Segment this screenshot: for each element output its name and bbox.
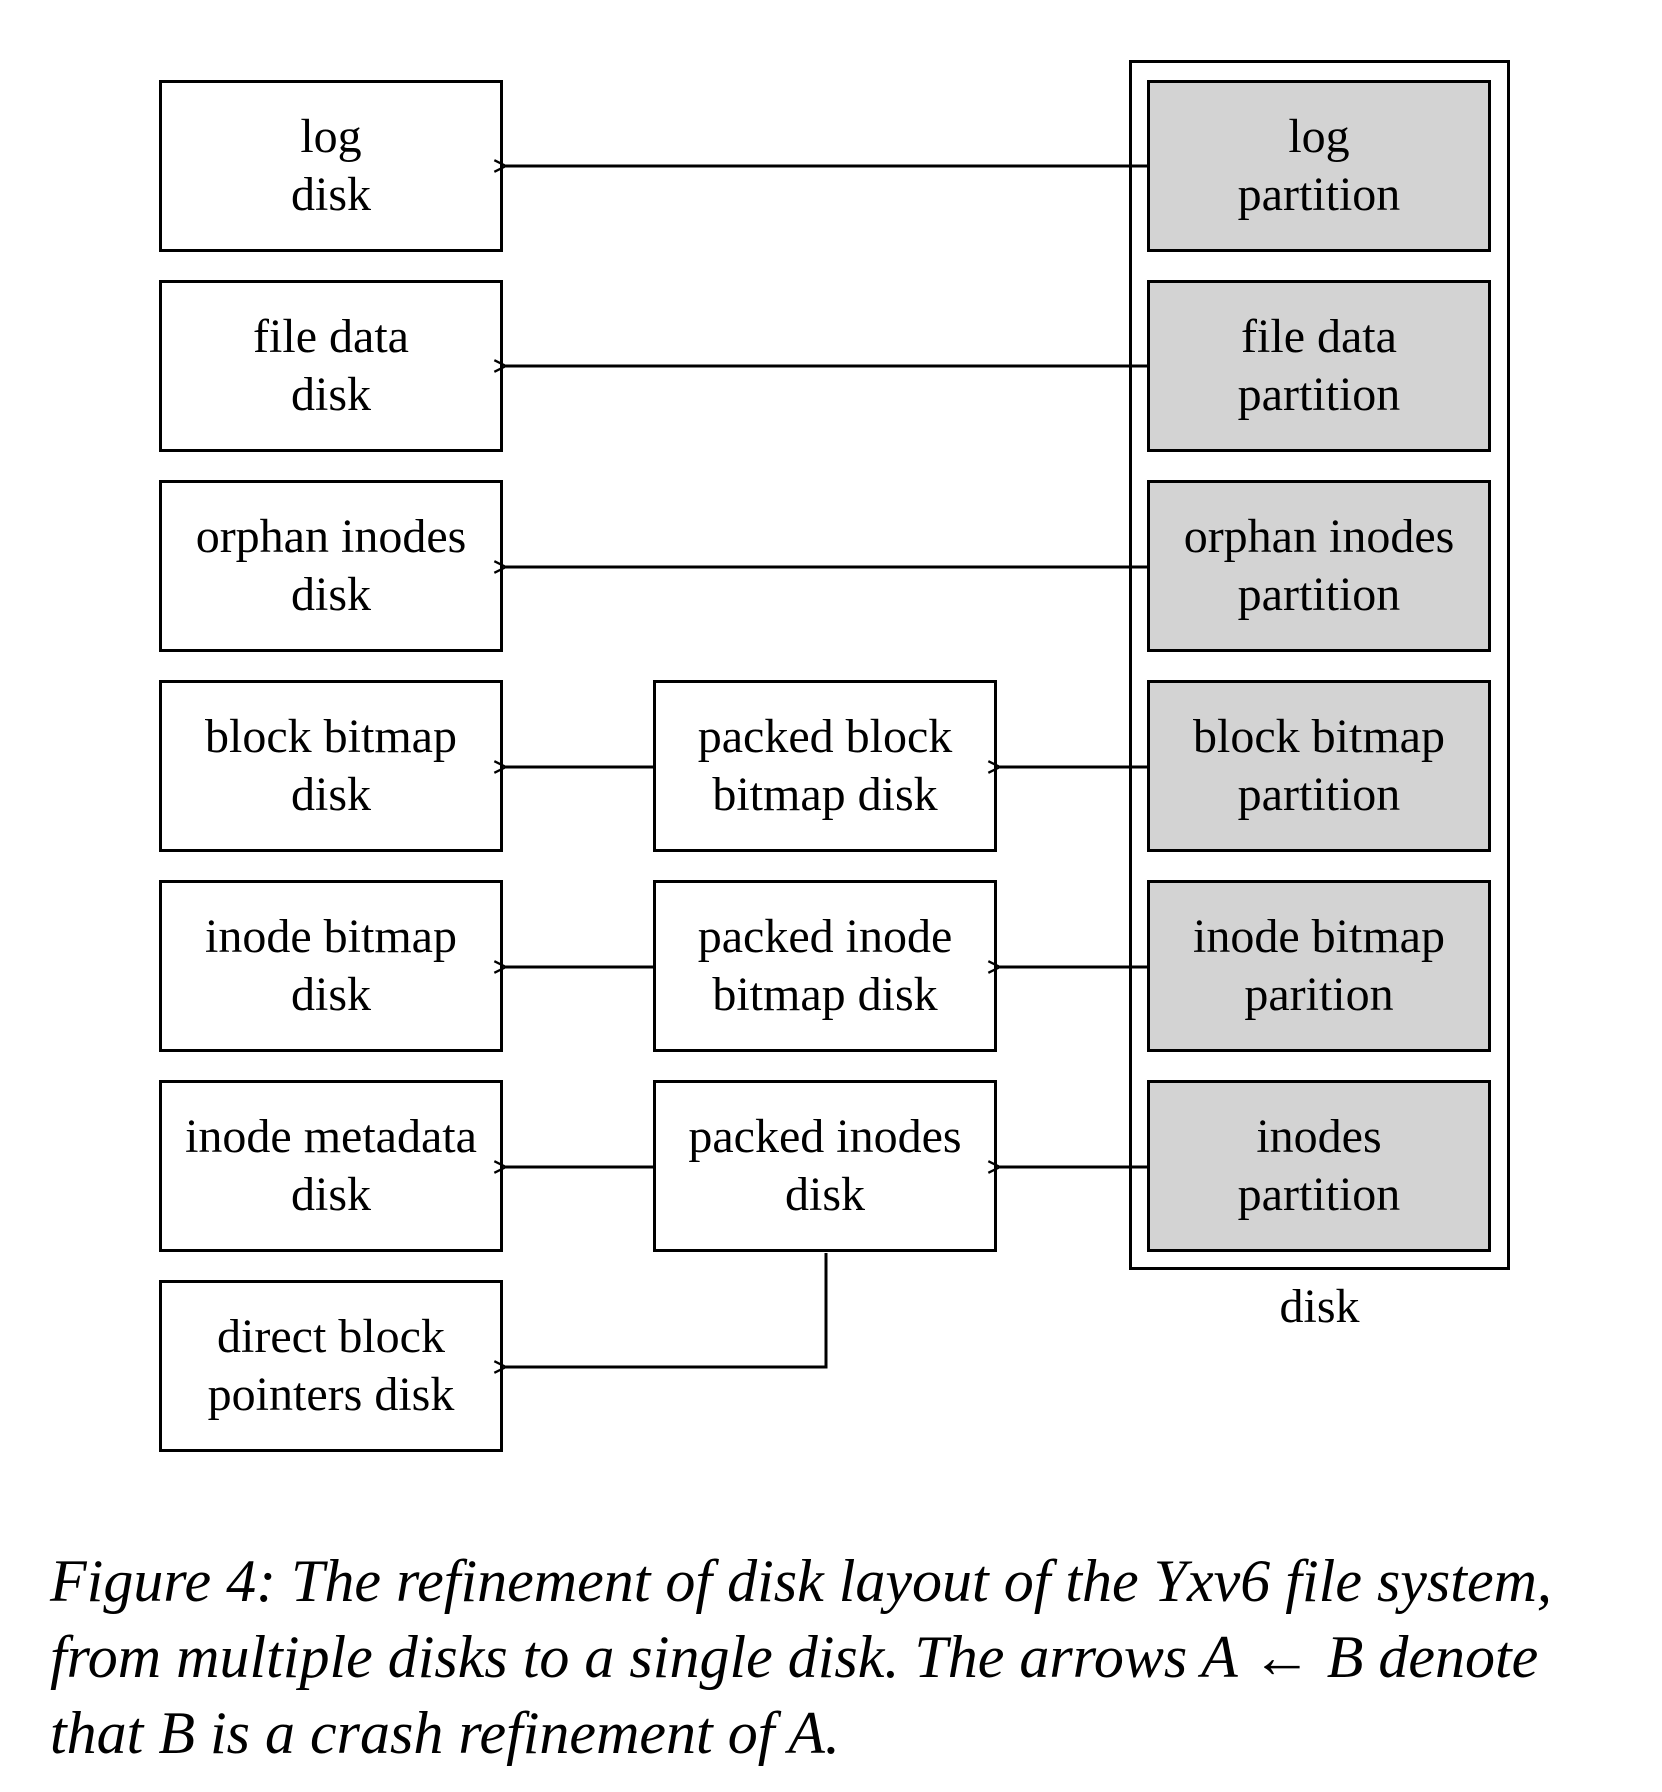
orphan-inodes-partition-label-line: orphan inodes [1183, 510, 1455, 563]
caption-line: from multiple disks to a single disk. Th… [50, 1624, 1539, 1690]
inode-bitmap-partition-label-line: inode bitmap [1193, 910, 1445, 963]
inode-bitmap-disk-label-line: inode bitmap [205, 910, 457, 963]
inode-bitmap-partition-label-line: parition [1244, 968, 1394, 1021]
block-bitmap-disk-label-line: block bitmap [205, 710, 457, 763]
inodes-partition-label-line: inodes [1256, 1110, 1382, 1163]
direct-block-pointers-disk-label-line: direct block [217, 1310, 445, 1363]
packed-inode-bitmap-disk-label-line: bitmap disk [712, 968, 938, 1021]
disk-frame [1129, 60, 1510, 1270]
block-bitmap-disk-label-line: disk [290, 768, 371, 821]
log-disk-label-line: log [300, 110, 362, 163]
packed-inodes-disk-label-line: packed inodes [688, 1110, 962, 1163]
packed-inodes-disk-label-line: disk [784, 1168, 865, 1221]
packed-block-bitmap-disk-label-line: bitmap disk [712, 768, 938, 821]
arrow-packed-inodes-pointers [506, 1253, 828, 1367]
block-bitmap-partition-label-line: block bitmap [1193, 710, 1445, 763]
log-partition-label-line: log [1288, 110, 1350, 163]
log-disk-label-line: disk [290, 168, 371, 221]
file-data-partition-label-line: partition [1237, 368, 1401, 421]
inode-metadata-disk-label-line: disk [290, 1168, 371, 1221]
block-bitmap-partition-label-line: partition [1237, 768, 1401, 821]
packed-inode-bitmap-disk-label-line: packed inode [697, 910, 953, 963]
file-data-disk-label-line: file data [253, 310, 409, 363]
log-partition-label-line: partition [1237, 168, 1401, 221]
orphan-inodes-partition-label-line: partition [1237, 568, 1401, 621]
inode-metadata-disk-label-line: inode metadata [185, 1110, 477, 1163]
packed-block-bitmap-disk-label-line: packed block [697, 710, 953, 763]
inodes-partition-label-line: partition [1237, 1168, 1401, 1221]
file-data-partition-label-line: file data [1241, 310, 1397, 363]
orphan-inodes-disk-label-line: orphan inodes [195, 510, 467, 563]
disk-label: disk [1279, 1280, 1360, 1333]
caption-line: Figure 4: The refinement of disk layout … [50, 1548, 1552, 1614]
caption-line: that B is a crash refinement of A. [50, 1700, 840, 1766]
file-data-disk-label-line: disk [290, 368, 371, 421]
inode-bitmap-disk-label-line: disk [290, 968, 371, 1021]
figure-caption: Figure 4: The refinement of disk layout … [50, 1543, 1640, 1771]
refinement-arrows [0, 0, 1147, 1480]
direct-block-pointers-disk-label-line: pointers disk [207, 1368, 455, 1421]
orphan-inodes-disk-label-line: disk [290, 568, 371, 621]
